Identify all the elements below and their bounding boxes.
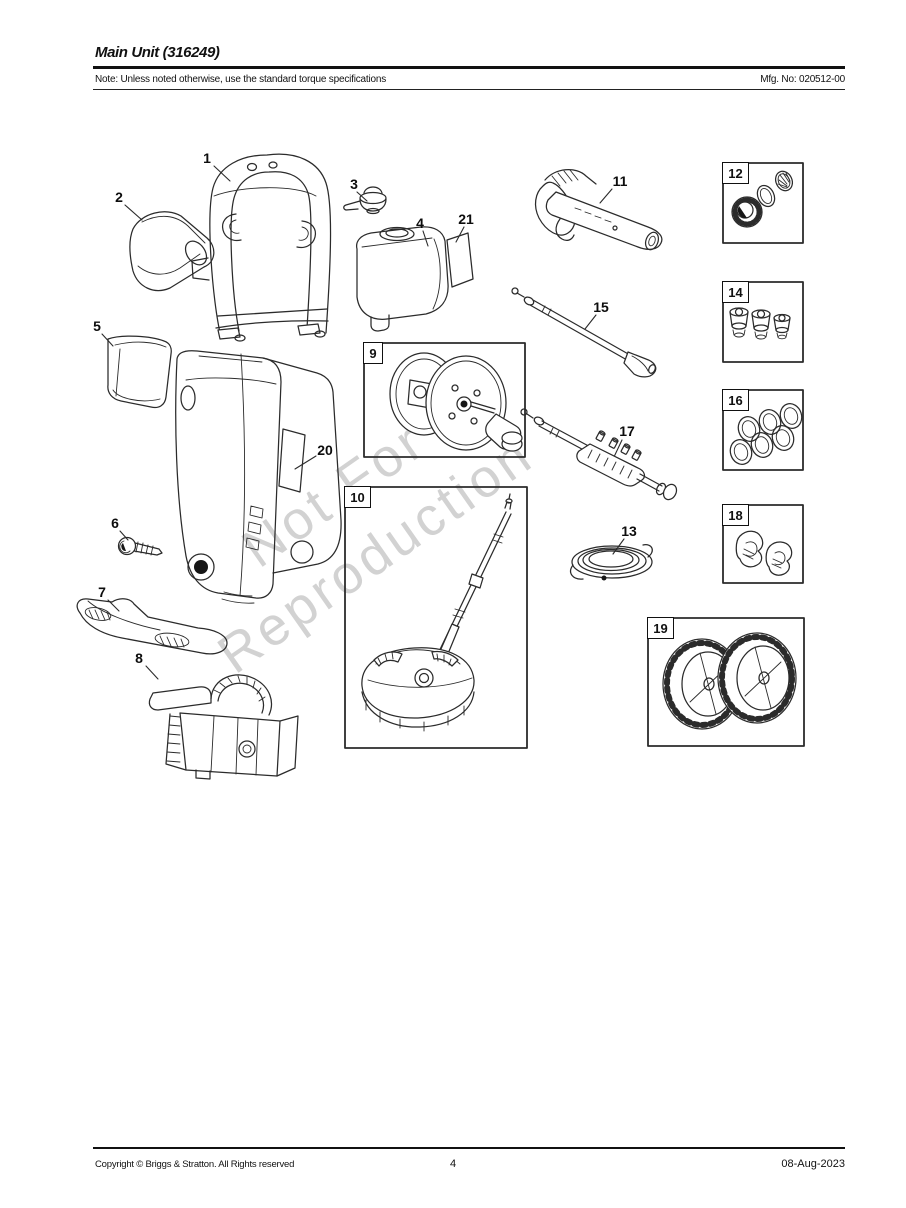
mfg-number: Mfg. No: 020512-00 <box>760 74 845 85</box>
publication-date: 08-Aug-2023 <box>781 1158 845 1170</box>
callout-13: 13 <box>621 523 637 539</box>
group-box-10-surface-cleaner <box>344 486 528 749</box>
copyright-text: Copyright © Briggs & Stratton. All Right… <box>95 1159 295 1170</box>
callout-6: 6 <box>111 515 119 531</box>
title-rule <box>93 66 845 69</box>
footer-rule <box>93 1147 845 1149</box>
part-13-hose-art <box>570 544 653 581</box>
group-box-9-hose-reel <box>363 342 526 458</box>
callout-2: 2 <box>115 189 123 205</box>
box-label-18: 18 <box>722 504 749 526</box>
group-box-16-o-rings <box>722 389 804 471</box>
callout-4: 4 <box>416 215 424 231</box>
part-4-tank-art <box>355 226 449 332</box>
box-label-10: 10 <box>344 486 371 508</box>
page-number: 4 <box>449 1158 457 1170</box>
callout-8: 8 <box>135 650 143 666</box>
group-box-14-nozzles <box>722 281 804 363</box>
box-label-9: 9 <box>363 342 383 364</box>
callout-20: 20 <box>317 442 333 458</box>
box-label-14: 14 <box>722 281 749 303</box>
part-2-grip-art <box>129 211 215 292</box>
group-box-12-inlet-kit <box>722 162 804 244</box>
part-21-label-art <box>446 232 474 288</box>
part-15-lance-art <box>511 287 657 378</box>
callout-21: 21 <box>458 211 474 227</box>
part-7-base-art <box>76 598 228 655</box>
callout-17: 17 <box>619 423 635 439</box>
box-label-19: 19 <box>647 617 674 639</box>
torque-note: Note: Unless noted otherwise, use the st… <box>95 74 387 85</box>
box-label-12: 12 <box>722 162 749 184</box>
part-11-spray-gun-art <box>534 169 663 251</box>
part-3-cap-art <box>343 186 387 215</box>
callout-1: 1 <box>203 150 211 166</box>
part-20-body-art <box>175 350 342 604</box>
page-title: Main Unit (316249) <box>95 44 220 61</box>
group-box-19-wheels <box>647 617 805 747</box>
part-1-frame-art <box>191 153 332 342</box>
callout-15: 15 <box>593 299 609 315</box>
header-rule <box>93 89 845 90</box>
part-17-wand-art <box>520 408 678 501</box>
callout-11: 11 <box>612 173 628 189</box>
box-label-16: 16 <box>722 389 749 411</box>
part-5-panel-art <box>107 335 172 409</box>
group-box-18-clips <box>722 504 804 584</box>
callout-5: 5 <box>93 318 101 334</box>
callout-7: 7 <box>98 584 106 600</box>
part-8-pump-art <box>148 674 299 780</box>
callout-3: 3 <box>350 176 358 192</box>
part-6-screw-art <box>117 536 163 556</box>
